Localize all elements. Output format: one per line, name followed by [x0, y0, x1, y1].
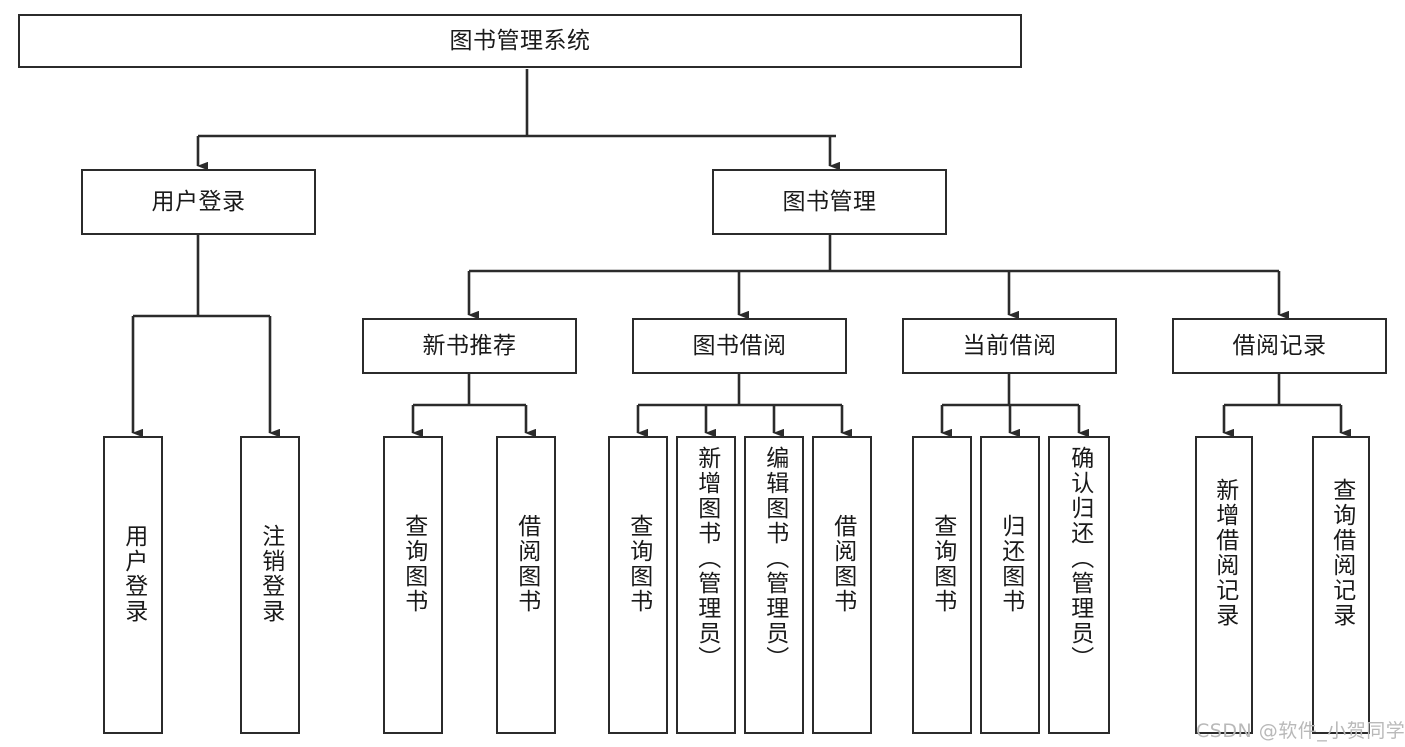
node-leaf-query-book-rec-label: 查询图书: [400, 514, 427, 614]
node-leaf-add-book-label: 新增图书（管理员）: [693, 446, 720, 671]
node-leaf-user-login-label: 用户登录: [120, 524, 147, 624]
node-leaf-query-book-current[interactable]: 查询图书: [912, 436, 972, 734]
node-leaf-logout[interactable]: 注销登录: [240, 436, 300, 734]
node-new-book-recommend[interactable]: 新书推荐: [362, 318, 577, 374]
node-leaf-add-record[interactable]: 新增借阅记录: [1195, 436, 1253, 734]
node-leaf-borrow-book-rec-label: 借阅图书: [513, 514, 540, 614]
node-current-borrow[interactable]: 当前借阅: [902, 318, 1117, 374]
node-root[interactable]: 图书管理系统: [18, 14, 1022, 68]
node-root-label: 图书管理系统: [449, 27, 591, 54]
node-book-manage-label: 图书管理: [782, 188, 877, 215]
node-borrow-record-label: 借阅记录: [1232, 332, 1327, 359]
node-borrow-record[interactable]: 借阅记录: [1172, 318, 1387, 374]
node-leaf-edit-book-label: 编辑图书（管理员）: [761, 446, 788, 671]
node-leaf-query-book-rec[interactable]: 查询图书: [383, 436, 443, 734]
connector-edges: [131, 69, 1351, 438]
node-leaf-confirm-return-label: 确认归还（管理员）: [1066, 446, 1093, 671]
csdn-watermark: CSDN @软件_小贺同学: [1196, 720, 1405, 742]
node-user-login[interactable]: 用户登录: [81, 169, 316, 235]
node-user-login-label: 用户登录: [151, 188, 246, 215]
node-leaf-edit-book[interactable]: 编辑图书（管理员）: [744, 436, 804, 734]
node-leaf-query-record[interactable]: 查询借阅记录: [1312, 436, 1370, 734]
node-book-borrow[interactable]: 图书借阅: [632, 318, 847, 374]
node-leaf-query-book-borrow[interactable]: 查询图书: [608, 436, 668, 734]
node-leaf-return-book[interactable]: 归还图书: [980, 436, 1040, 734]
node-book-borrow-label: 图书借阅: [692, 332, 787, 359]
node-book-manage[interactable]: 图书管理: [712, 169, 947, 235]
node-leaf-borrow-book-rec[interactable]: 借阅图书: [496, 436, 556, 734]
node-leaf-query-record-label: 查询借阅记录: [1328, 478, 1355, 628]
node-leaf-query-book-borrow-label: 查询图书: [625, 514, 652, 614]
node-leaf-confirm-return[interactable]: 确认归还（管理员）: [1048, 436, 1110, 734]
node-leaf-return-book-label: 归还图书: [997, 514, 1024, 614]
node-new-book-recommend-label: 新书推荐: [422, 332, 517, 359]
node-leaf-user-login[interactable]: 用户登录: [103, 436, 163, 734]
node-leaf-borrow-book[interactable]: 借阅图书: [812, 436, 872, 734]
node-current-borrow-label: 当前借阅: [962, 332, 1057, 359]
node-leaf-logout-label: 注销登录: [257, 524, 284, 624]
node-leaf-query-book-current-label: 查询图书: [929, 514, 956, 614]
node-leaf-add-book[interactable]: 新增图书（管理员）: [676, 436, 736, 734]
node-leaf-borrow-book-label: 借阅图书: [829, 514, 856, 614]
node-leaf-add-record-label: 新增借阅记录: [1211, 478, 1238, 628]
